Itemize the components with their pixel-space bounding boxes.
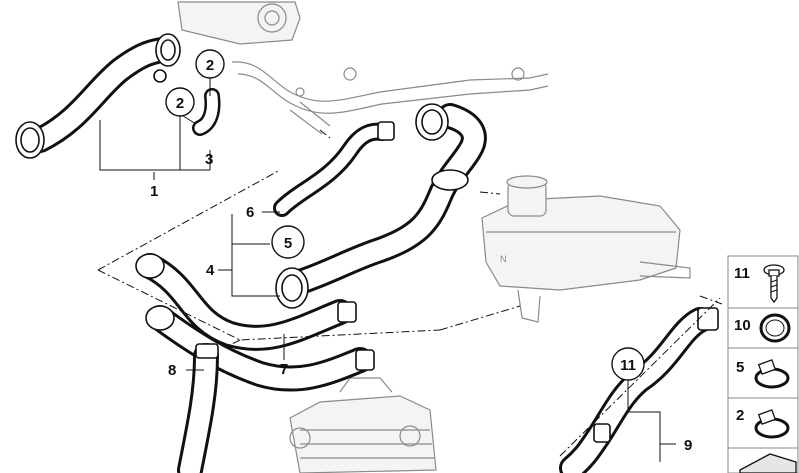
callout-6: 6: [246, 204, 254, 221]
seal-ring-icon: [759, 313, 791, 343]
part-3-elbow-hose: [192, 88, 221, 136]
legend-cell-11: [727, 255, 799, 309]
part-6-hose: [273, 121, 395, 217]
callout-9: 9: [684, 437, 692, 454]
callout-2a-circle: [195, 49, 225, 79]
callout-2b-circle: [165, 87, 195, 117]
ghost-engine-pipe: [177, 1, 549, 135]
screw-icon: [763, 264, 785, 304]
callout-4: 4: [206, 262, 215, 279]
part-4-hose: [275, 103, 487, 309]
legend-label-3: 2: [736, 407, 744, 424]
ghost-oil-cooler: [289, 377, 437, 473]
ghost-expansion-tank: N: [481, 175, 691, 323]
leader-lines: [99, 78, 676, 462]
part-9-hose: [559, 307, 719, 473]
callout-1: 1: [150, 183, 158, 200]
legend-label-1: 10: [734, 317, 751, 334]
callout-11: 11: [620, 357, 636, 374]
hose-clamp-icon: [754, 409, 790, 439]
callout-8: 8: [168, 362, 176, 379]
svg-text:N: N: [500, 254, 507, 264]
part-8-hose: [145, 305, 375, 473]
assembly-boundaries: [97, 129, 723, 457]
part-1-hose: [15, 33, 181, 159]
small-parts-legend: 11 10 5 2: [727, 255, 799, 473]
legend-label-0: 11: [734, 265, 750, 282]
callout-11-circle: [611, 347, 645, 381]
callout-2a: 2: [206, 57, 214, 74]
hose-clamp-icon: [754, 359, 790, 389]
legend-label-2: 5: [736, 359, 744, 376]
callout-3: 3: [205, 151, 213, 168]
callout-7: 7: [280, 361, 288, 378]
part-7-hose: [135, 253, 357, 351]
callout-2b: 2: [176, 95, 184, 112]
callout-5: 5: [284, 235, 292, 252]
callouts: 1 2 2 3 4 5 6 7 8 11 9: [150, 49, 692, 454]
callout-5-circle: [271, 225, 305, 259]
